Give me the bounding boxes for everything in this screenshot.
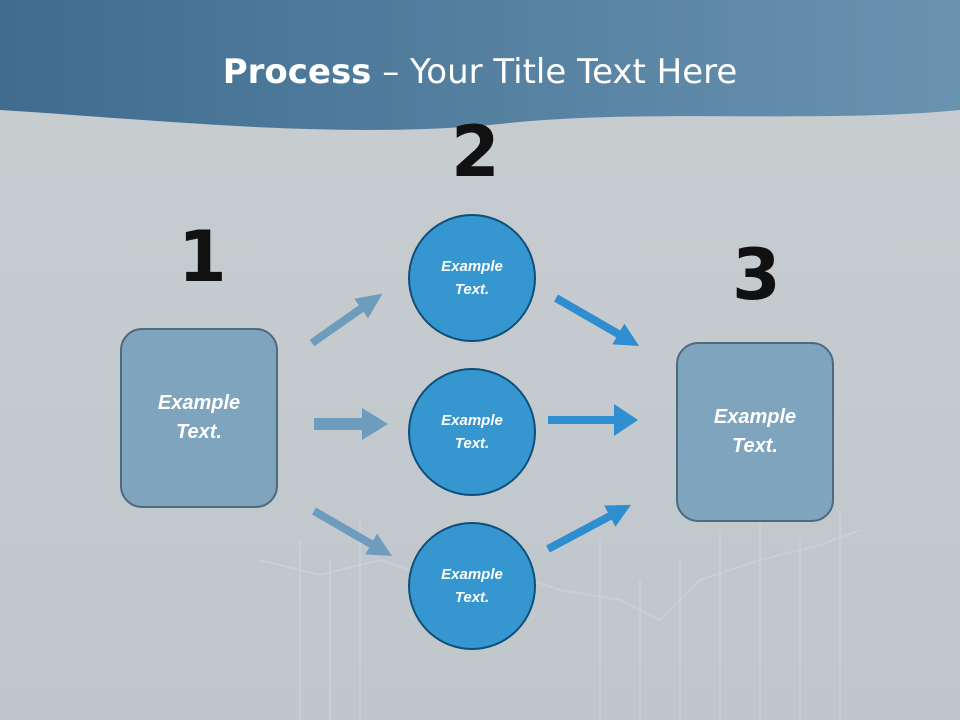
arrow-1-to-2c <box>312 507 392 556</box>
title-rest: – Your Title Text Here <box>371 52 738 92</box>
step-number-2: 2 <box>451 111 500 193</box>
arrow-2b-to-3 <box>548 404 638 436</box>
arrow-2a-to-3 <box>554 294 640 346</box>
step-1-box: Example Text. <box>120 328 278 508</box>
arrow-1-to-2b <box>314 408 388 440</box>
arrow-2c-to-3 <box>546 504 631 553</box>
arrow-1-to-2a <box>309 293 383 347</box>
step-2-text-2: Example Text. <box>441 412 503 452</box>
step-3-box: Example Text. <box>676 342 834 522</box>
step-2-circle-3: Example Text. <box>408 522 536 650</box>
step-2-text-1: Example Text. <box>441 258 503 298</box>
title-bold: Process <box>222 52 372 92</box>
step-2-circle-1: Example Text. <box>408 214 536 342</box>
step-3-text: Example Text. <box>713 406 797 457</box>
step-number-1: 1 <box>178 216 227 298</box>
slide-title: Process – Your Title Text Here <box>0 52 960 92</box>
step-2-text-3: Example Text. <box>441 566 503 606</box>
step-number-3: 3 <box>732 234 781 316</box>
step-2-circle-2: Example Text. <box>408 368 536 496</box>
step-1-text: Example Text. <box>157 392 241 443</box>
